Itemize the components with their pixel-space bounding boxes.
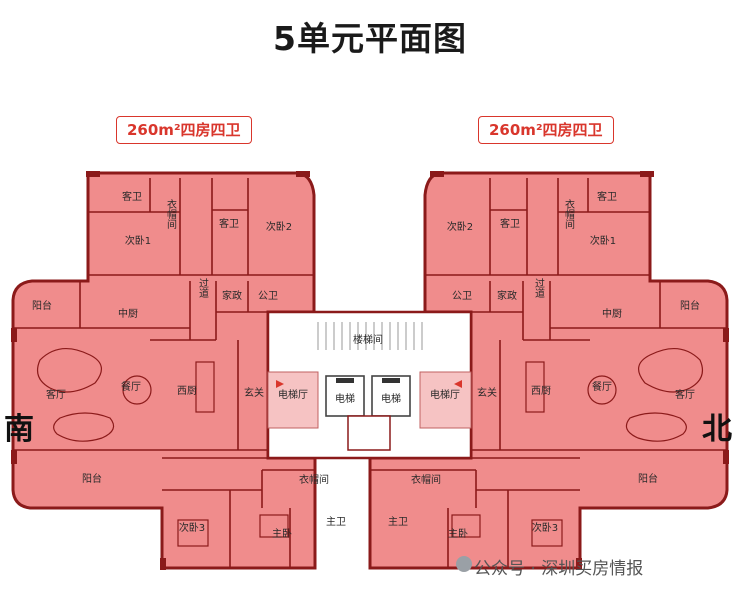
building-core: 楼梯间 电梯厅 电梯厅 电梯 电梯 (266, 310, 473, 460)
direction-north: 北 (702, 412, 732, 447)
room-label: 中厨 (118, 307, 138, 320)
page-title: 5单元平面图 (273, 19, 467, 58)
room-label: 阳台 (82, 472, 102, 485)
room-label: 主卫 (388, 516, 408, 528)
unit-left: 客卫 衣帽间 客卫 次卧1 次卧2 过道 家政 公卫 阳台 中厨 客厅 餐厅 西… (11, 171, 346, 570)
room-label: 客卫 (597, 190, 617, 203)
room-label: 次卧2 (447, 220, 473, 233)
room-label: 衣帽间 (165, 198, 177, 230)
room-label: 主卧 (448, 527, 468, 540)
room-label: 餐厅 (121, 380, 141, 393)
unit-left-outline (11, 171, 317, 570)
core-label: 电梯厅 (430, 388, 460, 401)
room-label: 阳台 (638, 472, 658, 485)
room-label: 衣帽间 (563, 198, 575, 230)
unit-area-badge-left: 260m²四房四卫 (116, 116, 252, 144)
room-label: 客厅 (675, 388, 695, 401)
room-label: 客卫 (500, 217, 520, 230)
unit-area-badge-right: 260m²四房四卫 (478, 116, 614, 144)
room-label: 衣帽间 (411, 473, 441, 486)
room-label: 次卧2 (266, 220, 292, 233)
room-label: 次卧1 (590, 234, 616, 247)
core-label: 电梯 (335, 392, 355, 405)
room-label: 餐厅 (592, 380, 612, 393)
room-label: 次卧1 (125, 234, 151, 247)
direction-south: 南 (4, 412, 34, 447)
room-label: 公卫 (258, 291, 278, 302)
room-label: 家政 (497, 289, 517, 302)
room-label: 家政 (222, 289, 242, 302)
unit-right: 客卫 衣帽间 客卫 次卧1 次卧2 过道 家政 公卫 阳台 中厨 客厅 餐厅 西… (368, 171, 729, 570)
core-label: 电梯厅 (278, 388, 308, 401)
room-label: 西厨 (531, 385, 551, 397)
core-label: 楼梯间 (353, 333, 383, 346)
room-label: 过道 (533, 277, 545, 298)
room-label: 阳台 (32, 299, 52, 312)
room-label: 客卫 (219, 217, 239, 230)
room-label: 公卫 (452, 291, 472, 302)
room-label: 主卫 (326, 516, 346, 528)
room-label: 客厅 (46, 388, 66, 401)
room-label: 玄关 (244, 386, 264, 399)
room-label: 玄关 (477, 386, 497, 399)
room-label: 客卫 (122, 190, 142, 203)
room-label: 衣帽间 (299, 473, 329, 486)
room-label: 中厨 (602, 307, 622, 320)
room-label: 主卧 (272, 527, 292, 540)
room-label: 次卧3 (532, 521, 558, 534)
room-label: 西厨 (177, 385, 197, 397)
wechat-icon (456, 556, 472, 572)
core-label: 电梯 (381, 392, 401, 405)
room-label: 阳台 (680, 299, 700, 312)
room-label: 过道 (197, 277, 209, 298)
watermark: 公众号 · 深圳买房情报 (474, 559, 644, 579)
room-label: 次卧3 (179, 521, 205, 534)
